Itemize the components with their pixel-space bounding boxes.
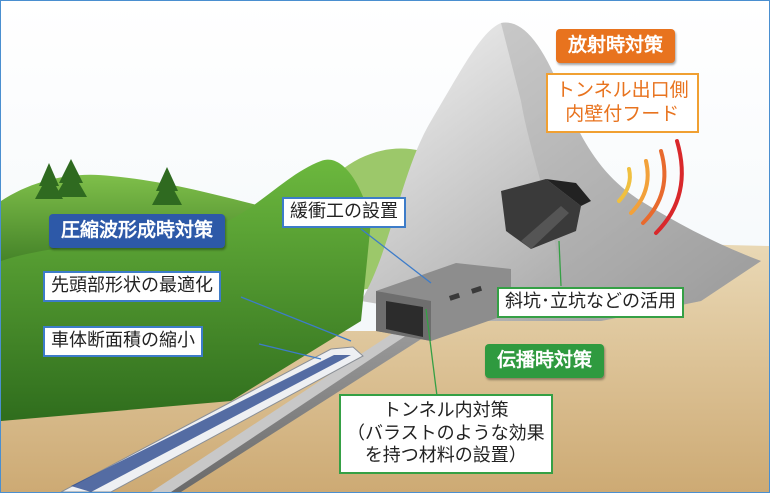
mountain [361,22,761,321]
buffer-hood-opening [386,301,423,337]
in-tunnel-line2: （バラストのような効果 [347,422,545,444]
compression-wave-countermeasure-heading: 圧縮波形成時対策 [49,214,226,248]
sound-wave-icon [617,139,684,235]
exit-hood-label-line1: トンネル出口側 [556,79,689,101]
shaft-utilization-label: 斜坑･立坑などの活用 [497,287,684,318]
nose-shape-label: 先頭部形状の最適化 [43,271,221,302]
track-bed [151,331,413,492]
exit-hood-label-line2: 内壁付フード [565,102,680,125]
exit-hood [546,179,591,206]
exit-portal [501,179,581,249]
mountain-shading [501,22,761,321]
leader-lines [240,228,562,397]
cross-section-label: 車体断面積の縮小 [43,326,203,357]
in-tunnel-countermeasure-label: トンネル内対策 （バラストのような効果 を持つ材料の設置） [339,394,553,474]
in-tunnel-line1: トンネル内対策 [383,400,509,421]
trees [35,159,182,205]
inclined-shaft [521,206,569,249]
train-stripe [71,355,351,492]
buffer-installation-label: 緩衝工の設置 [282,197,406,228]
radiation-countermeasure-heading: 放射時対策 [556,29,676,63]
exit-hood-label: トンネル出口側 内壁付フード [546,73,699,133]
propagation-countermeasure-heading: 伝播時対策 [485,344,605,378]
in-tunnel-line3: を持つ材料の設置） [364,445,527,466]
hood-vent [471,285,483,294]
hood-vent [449,292,461,301]
